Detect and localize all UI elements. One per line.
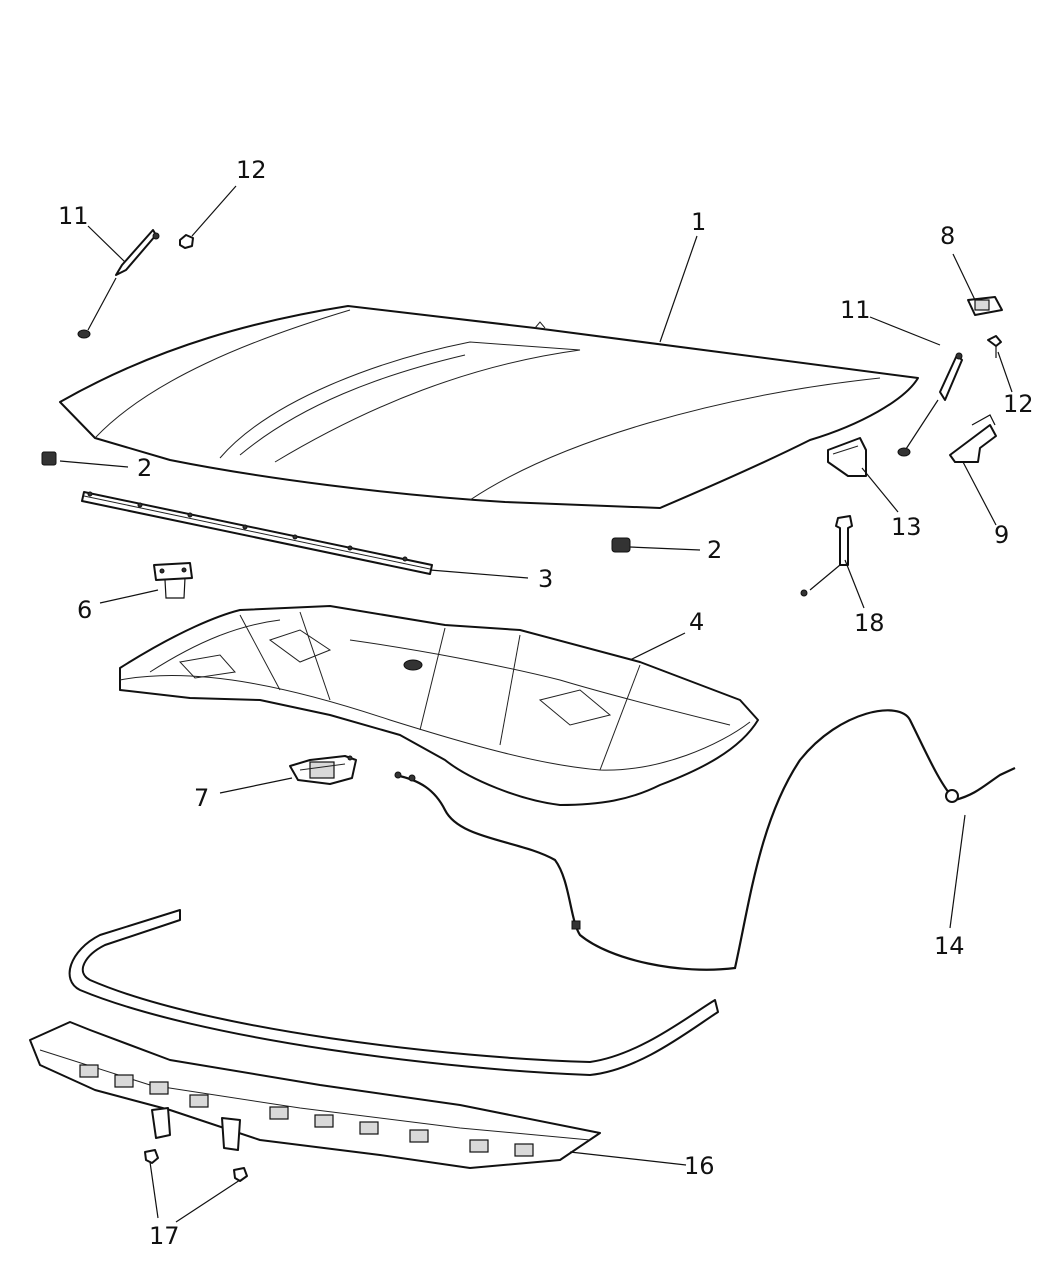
hood-strut-right [897,352,963,457]
hood-bumper-left [41,451,57,466]
callout-11-left: 11 [58,202,89,230]
hood-seal-strip [81,491,433,575]
callout-3: 3 [538,565,553,593]
ball-stud-left [179,234,194,249]
push-pin-right [233,1167,248,1182]
hood-latch-bracket [827,437,867,477]
callout-18: 18 [854,609,885,637]
callout-13: 13 [891,513,922,541]
hood-panel [59,305,919,509]
hood-bumper-right [611,537,631,553]
hood-latch [289,755,357,785]
callout-12-right: 12 [1003,390,1034,418]
callout-4: 4 [689,608,704,636]
hood-release-cable [394,709,1016,971]
push-pin-left [144,1149,159,1164]
hood-prop-pin [800,515,853,597]
callout-1: 1 [691,208,706,236]
hood-clip [967,296,1003,316]
callout-8: 8 [940,222,955,250]
hood-latch-striker [153,562,193,599]
ball-stud-right [987,335,1002,358]
hood-strut-left [77,229,160,339]
callout-11-right: 11 [840,296,871,324]
callout-2-left: 2 [137,454,152,482]
callout-14: 14 [934,932,965,960]
hood-hinge [949,414,997,463]
callout-9: 9 [994,521,1009,549]
callout-7: 7 [194,784,209,812]
front-upper-seal [68,909,719,1076]
callout-6: 6 [77,596,92,624]
leader-lines [59,185,1013,1223]
front-cowl-panel [29,1021,601,1169]
callout-2-right: 2 [707,536,722,564]
callout-12-left: 12 [236,156,267,184]
hood-inner-panel [119,605,759,806]
callout-16: 16 [684,1152,715,1180]
callout-17: 17 [149,1222,180,1250]
